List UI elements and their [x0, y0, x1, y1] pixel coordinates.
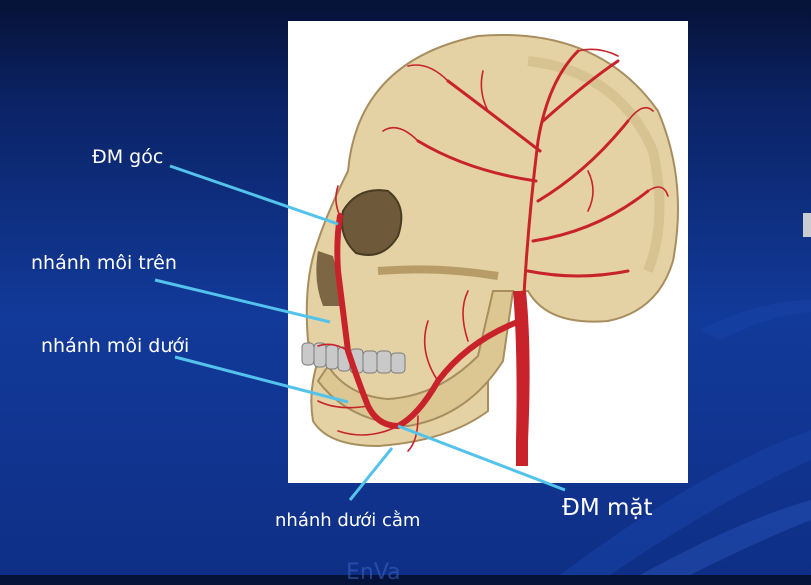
label-inferior-labial-branch: nhánh môi dưới	[41, 335, 190, 357]
skull-drawing	[301, 34, 679, 466]
edge-tab	[803, 213, 811, 237]
label-angular-artery: ĐM góc	[92, 146, 164, 168]
skull-artery-illustration	[288, 21, 688, 483]
label-superior-labial-branch: nhánh môi trên	[31, 252, 177, 274]
label-facial-artery: ĐM mặt	[562, 495, 653, 521]
label-submental-branch: nhánh dưới cằm	[275, 510, 421, 531]
footer-watermark: EnVa	[346, 560, 401, 585]
